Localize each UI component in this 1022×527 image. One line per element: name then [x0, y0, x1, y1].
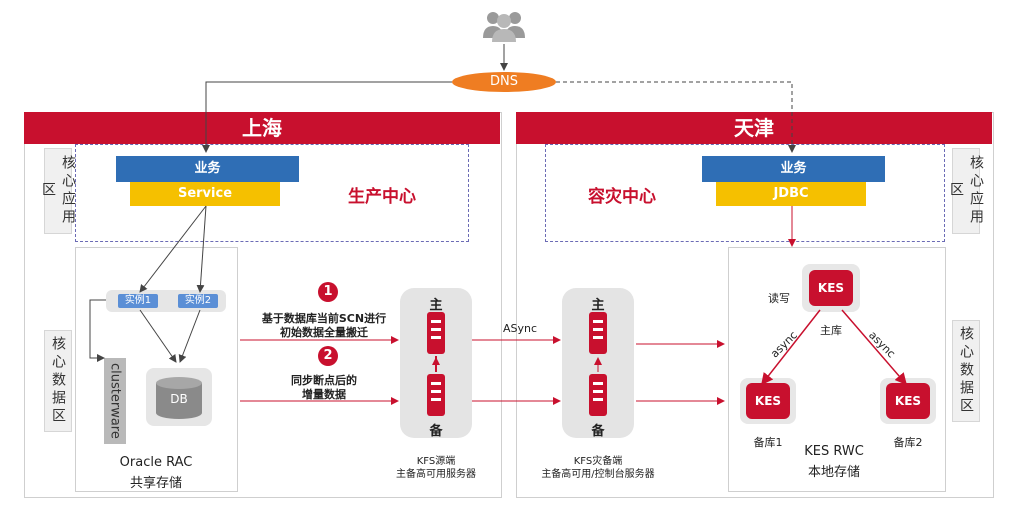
kfs-source-standby-label: 备 — [429, 424, 443, 439]
kfs-dr-standby-label: 备 — [591, 424, 605, 439]
kfs-dr-desc: 主备高可用/控制台服务器 — [541, 469, 655, 480]
oracle-rac-label: Oracle RAC — [119, 455, 193, 470]
kes-main-node: KES — [809, 270, 853, 306]
standby1-label: 备库1 — [753, 436, 783, 449]
kfs-source-primary-server-icon — [427, 312, 445, 354]
rac-instance-2: 实例2 — [178, 294, 218, 308]
main-lib-label: 主库 — [820, 324, 842, 337]
step-1-line-2: 初始数据全量搬迁 — [280, 326, 368, 339]
users-icon — [482, 8, 526, 44]
local-storage-label: 本地存储 — [807, 465, 860, 480]
step-1-line-1: 基于数据库当前SCN进行 — [261, 312, 387, 325]
kfs-source-standby-server-icon — [427, 374, 445, 416]
right-app-zone-label: 核心应用区 — [948, 148, 984, 234]
tianjin-title: 天津 — [516, 112, 992, 144]
clusterware-bar: clusterware — [104, 358, 126, 444]
dns-node: DNS — [452, 72, 556, 92]
right-jdbc-bar: JDBC — [716, 182, 866, 206]
step-2-line-1: 同步断点后的 — [291, 374, 357, 387]
kfs-dr-standby-server-icon — [589, 374, 607, 416]
kfs-source-desc: 主备高可用服务器 — [396, 469, 476, 480]
kfs-dr-label: KFS灾备端 — [573, 456, 623, 467]
kes-standby1-node: KES — [746, 383, 790, 419]
kes-rwc-label: KES RWC — [804, 444, 864, 459]
left-data-zone-label: 核心数据区 — [44, 330, 72, 432]
standby2-label: 备库2 — [893, 436, 923, 449]
left-service-bar: Service — [130, 182, 280, 206]
right-data-zone-label: 核心数据区 — [952, 320, 980, 422]
production-center-title: 生产中心 — [348, 187, 416, 207]
step-1-badge: 1 — [318, 282, 338, 302]
dns-label: DNS — [490, 74, 518, 89]
step-2-line-2: 增量数据 — [302, 388, 346, 401]
shanghai-title: 上海 — [24, 112, 500, 144]
kfs-source-primary-label: 主 — [429, 298, 443, 313]
left-business-bar: 业务 — [116, 156, 299, 182]
rac-instance-1: 实例1 — [118, 294, 158, 308]
db-label: DB — [170, 392, 188, 406]
left-app-zone-label: 核心应用区 — [40, 148, 76, 234]
kfs-dr-primary-label: 主 — [591, 298, 605, 313]
read-write-label: 读写 — [768, 292, 790, 305]
kfs-dr-primary-server-icon — [589, 312, 607, 354]
kfs-source-label: KFS源端 — [416, 456, 456, 467]
kes-standby2-node: KES — [886, 383, 930, 419]
right-business-bar: 业务 — [702, 156, 885, 182]
async-link-label: ASync — [502, 322, 538, 335]
dr-center-title: 容灾中心 — [588, 187, 656, 207]
db-cylinder: DB — [146, 368, 212, 426]
step-2-badge: 2 — [318, 346, 338, 366]
shared-storage-label: 共享存储 — [129, 476, 182, 491]
